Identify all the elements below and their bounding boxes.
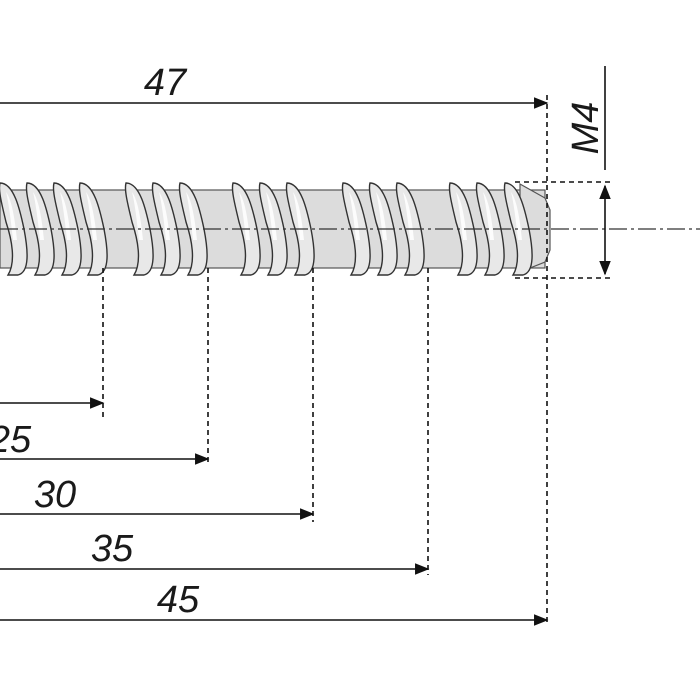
thread-highlight [239, 192, 250, 240]
thread-highlight [86, 192, 97, 240]
thread-highlight [403, 192, 414, 240]
length-label-35: 35 [91, 528, 134, 570]
length-label-45: 45 [157, 579, 200, 621]
thread-highlight [511, 192, 522, 240]
length-dimension-45: 45 [0, 268, 430, 621]
thread-highlight [266, 192, 277, 240]
thread-highlight [6, 192, 17, 240]
m4-label: M4 [565, 102, 607, 155]
thread-highlight [60, 192, 71, 240]
length-dimension-25: 25 [0, 268, 105, 461]
thread-highlight [159, 192, 170, 240]
thread-highlight [132, 192, 143, 240]
thread-highlight [293, 192, 304, 240]
length-dimension-35: 35 [0, 268, 315, 570]
dimension-label-47: 47 [144, 62, 188, 104]
thread-highlight [33, 192, 44, 240]
length-label-25: 25 [0, 419, 32, 461]
length-dimension-30: 30 [0, 268, 210, 516]
length-label-30: 30 [34, 474, 76, 516]
thread-highlight [483, 192, 494, 240]
thread-highlight [376, 192, 387, 240]
thread-highlight [349, 192, 360, 240]
thread-highlight [186, 192, 197, 240]
thread-highlight [456, 192, 467, 240]
